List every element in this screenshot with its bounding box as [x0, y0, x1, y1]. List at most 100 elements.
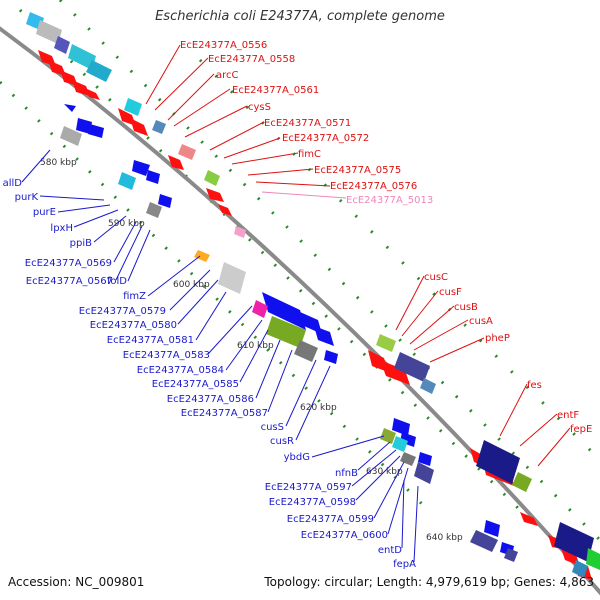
leader-line — [39, 195, 105, 201]
gene-label: cysS — [248, 102, 271, 113]
leader-line — [295, 365, 331, 441]
leader-line — [519, 413, 558, 447]
scale-mark: 590 kbp — [108, 219, 145, 229]
scale-mark: 640 kbp — [426, 533, 463, 543]
leader-line — [209, 121, 265, 151]
gene-label: entF — [557, 410, 579, 421]
feature-block — [512, 472, 532, 492]
leader-line — [395, 275, 425, 331]
gene-label: EcE24377A_0561 — [232, 85, 319, 96]
right-gene-labels: EcE24377A_0556 EcE24377A_0558 arcC EcE24… — [180, 40, 592, 435]
gene-label: cusC — [424, 272, 448, 283]
gene-arrow-reverse — [392, 418, 410, 436]
feature-block — [392, 436, 408, 452]
gene-label: EcE24377A_0587 — [181, 408, 268, 419]
leader-line — [413, 319, 469, 351]
feature-block — [218, 262, 246, 294]
gene-label: arcC — [216, 70, 239, 81]
feature-block — [572, 560, 588, 578]
leader-line — [247, 168, 314, 176]
leader-line — [21, 149, 51, 183]
feature-block — [204, 170, 220, 186]
leader-line — [261, 191, 347, 199]
gene-label: cusS — [261, 422, 284, 433]
gene-label: cusA — [469, 316, 493, 327]
scale-mark: 620 kbp — [300, 403, 337, 413]
gene-label: EcE24377A_0597 — [265, 482, 352, 493]
gene-label: EcE24377A_0599 — [287, 514, 374, 525]
gene-arrow-reverse — [76, 118, 92, 134]
leader-line — [357, 441, 391, 471]
gene-arrow-reverse — [418, 452, 432, 466]
gene-label: purK — [15, 192, 39, 203]
feature-block — [252, 300, 268, 318]
feature-block — [146, 202, 162, 218]
accession-text: Accession: NC_009801 — [8, 575, 145, 589]
gene-label: EcE24377A_0571 — [264, 118, 351, 129]
leader-line — [401, 479, 405, 549]
gene-label: EcE24377A_0567 — [26, 276, 113, 287]
gene-label: EcE24377A_0600 — [301, 530, 388, 541]
gene-label: fepA — [393, 559, 416, 570]
gene-label: entD — [378, 545, 402, 556]
gene-arrow-forward — [85, 88, 100, 100]
gene-label: lpxH — [50, 223, 73, 234]
gene-label: EcE24377A_0583 — [123, 350, 210, 361]
feature-block — [36, 20, 62, 44]
left-gene-labels: allD purK purE lpxH ppiB EcE24377A_0569 … — [3, 178, 417, 570]
leader-line — [255, 181, 331, 187]
feature-block — [504, 548, 518, 562]
leader-line — [413, 485, 419, 563]
feature-block — [68, 44, 96, 70]
leader-line — [147, 255, 201, 297]
gene-label: EcE24377A_0580 — [90, 320, 177, 331]
gene-arrow-faded — [234, 226, 246, 238]
gene-label: fimC — [298, 149, 321, 160]
leader-line — [113, 221, 137, 263]
feature-block — [380, 428, 396, 444]
feature-block — [194, 250, 210, 262]
gene-label: cusB — [454, 302, 478, 313]
gene-label: fes — [527, 380, 542, 391]
leader-line — [154, 57, 209, 111]
leader-line — [195, 291, 227, 341]
feature-block — [394, 352, 430, 382]
leader-line — [231, 152, 299, 165]
gene-label: purE — [33, 207, 56, 218]
leader-line — [537, 427, 571, 467]
leader-line — [225, 319, 263, 371]
leader-line — [57, 204, 111, 213]
gene-arrow-forward — [206, 188, 224, 202]
gene-label: EcE24377A_0572 — [282, 133, 369, 144]
gene-label: EcE24377A_0584 — [137, 365, 224, 376]
leader-line — [184, 105, 248, 138]
gene-arrow-reverse — [88, 124, 104, 138]
feature-block — [476, 440, 520, 484]
feature-block — [86, 60, 112, 82]
feature-block — [420, 378, 436, 394]
gene-label: EcE24377A_0585 — [152, 379, 239, 390]
feature-block — [124, 98, 142, 116]
leader-line — [409, 305, 455, 345]
label-leaders — [21, 44, 571, 563]
gene-label: EcE24377A_0586 — [167, 394, 254, 405]
gene-label: fepE — [570, 424, 592, 435]
feature-block — [400, 452, 416, 466]
feature-block — [554, 522, 594, 562]
gene-arrow-reverse — [146, 170, 160, 184]
scale-mark: 580 kbp — [40, 158, 77, 168]
gene-arrow-reverse — [324, 350, 338, 364]
guide-dots-left — [0, 80, 432, 514]
feature-block — [266, 316, 306, 348]
leader-line — [73, 209, 119, 228]
gene-arrow-forward — [168, 155, 184, 170]
leader-line — [207, 305, 253, 355]
leader-line — [387, 467, 409, 535]
leader-line — [127, 229, 151, 282]
leader-line — [177, 279, 219, 325]
gene-label: fimZ — [123, 291, 146, 302]
scale-mark: 600 kbp — [173, 280, 210, 290]
gene-label: ybdG — [284, 452, 310, 463]
